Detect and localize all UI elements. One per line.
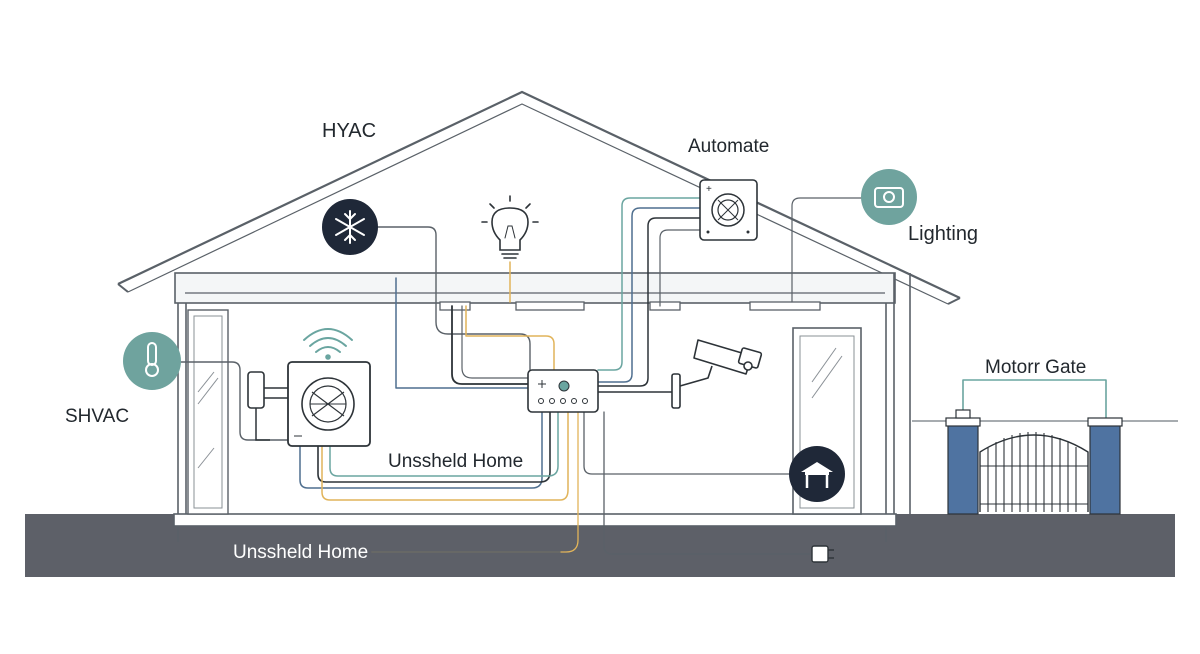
label-lighting: Lighting <box>908 223 978 245</box>
security-camera-icon <box>671 339 763 409</box>
hub-icon <box>527 369 599 413</box>
label-home-inner: Unssheld Home <box>388 451 523 472</box>
thermometer-icon <box>123 332 181 390</box>
camera-icon <box>861 169 917 225</box>
snowflake-icon <box>322 199 378 255</box>
ac-unit <box>247 361 371 447</box>
label-motor-gate: Motorr Gate <box>985 357 1086 378</box>
label-shvac: SHVAC <box>65 406 129 427</box>
label-home-ground: Unssheld Home <box>233 542 368 563</box>
lightbulb-icon <box>481 195 539 259</box>
ceiling-fixtures <box>439 301 821 311</box>
svg-text:+: + <box>706 184 712 195</box>
left-window <box>187 309 229 515</box>
wiring <box>180 197 1107 555</box>
fan-icon: + <box>699 179 758 241</box>
gate-icon <box>945 409 1123 515</box>
garage-icon <box>789 446 845 502</box>
house-walls <box>173 273 911 542</box>
label-automate: Automate <box>688 136 769 157</box>
plug-icon <box>811 545 834 563</box>
label-hvac-top: HYAC <box>322 120 376 142</box>
roof <box>117 90 961 305</box>
ceiling <box>174 272 896 304</box>
wifi-icon <box>303 328 353 360</box>
